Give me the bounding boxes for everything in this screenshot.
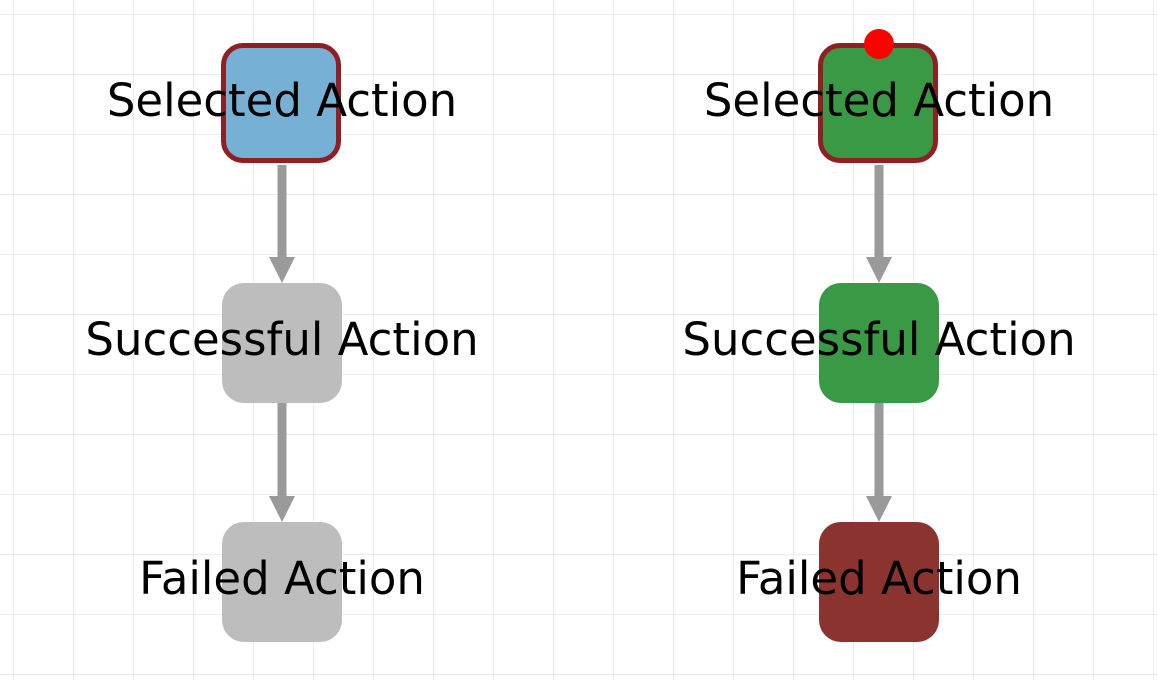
label-selected-action-right: Selected Action — [703, 74, 1055, 127]
label-successful-action-left: Successful Action — [85, 313, 479, 366]
red-dot-marker-icon — [864, 29, 894, 59]
node-failed-action-left[interactable] — [222, 522, 342, 642]
node-successful-action-left[interactable] — [222, 283, 342, 403]
arrowhead-right-successful — [866, 257, 892, 283]
label-failed-action-right: Failed Action — [736, 552, 1022, 605]
label-successful-action-right: Successful Action — [682, 313, 1076, 366]
arrowhead-left-successful — [269, 257, 295, 283]
label-selected-action-left: Selected Action — [106, 74, 458, 127]
arrowhead-right-failed — [866, 496, 892, 522]
node-failed-action-right[interactable] — [819, 522, 939, 642]
label-failed-action-left: Failed Action — [139, 552, 425, 605]
node-successful-action-right[interactable] — [819, 283, 939, 403]
node-selected-action-left[interactable] — [221, 43, 341, 163]
arrowhead-left-failed — [269, 496, 295, 522]
